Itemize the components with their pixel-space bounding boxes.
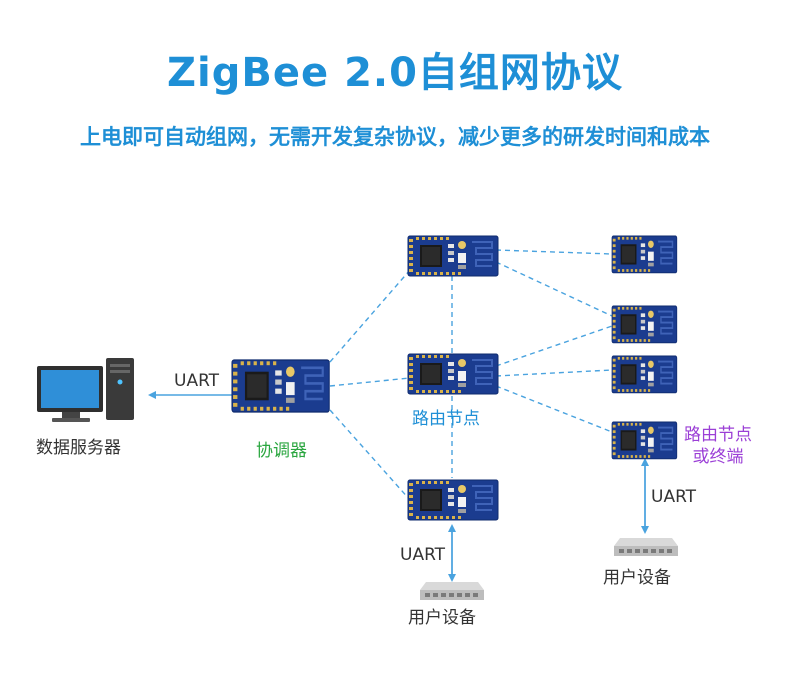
coordinator-module [230,358,331,414]
user-device-icon-left [420,582,484,600]
router-or-end-line1: 路由节点 [684,425,752,445]
end-module-1 [611,235,678,274]
end-module-2 [611,305,678,344]
end-module-3 [611,355,678,394]
server-label: 数据服务器 [36,438,121,458]
computer-icon [37,358,134,422]
end-module-4 [611,421,678,460]
router-or-end-label: 路由节点 或终端 [684,424,752,468]
coordinator-label: 协调器 [256,441,307,461]
router-module-middle [407,353,499,395]
page-subtitle: 上电即可自动组网，无需开发复杂协议，减少更多的研发时间和成本 [80,125,710,149]
user-device-label-right: 用户设备 [603,568,671,588]
router-label: 路由节点 [412,409,480,429]
mesh-links [329,249,613,501]
router-module-top [407,235,499,277]
uart-label-server: UART [174,371,220,391]
uart-label-right: UART [651,487,697,507]
uart-label-left: UART [400,545,446,565]
page-title: ZigBee 2.0自组网协议 [167,50,623,96]
user-device-label-left: 用户设备 [408,608,476,628]
router-or-end-line2: 或终端 [692,447,744,467]
router-module-bottom [407,479,499,521]
uart-arrows [148,391,649,582]
user-device-icon-right [614,538,678,556]
